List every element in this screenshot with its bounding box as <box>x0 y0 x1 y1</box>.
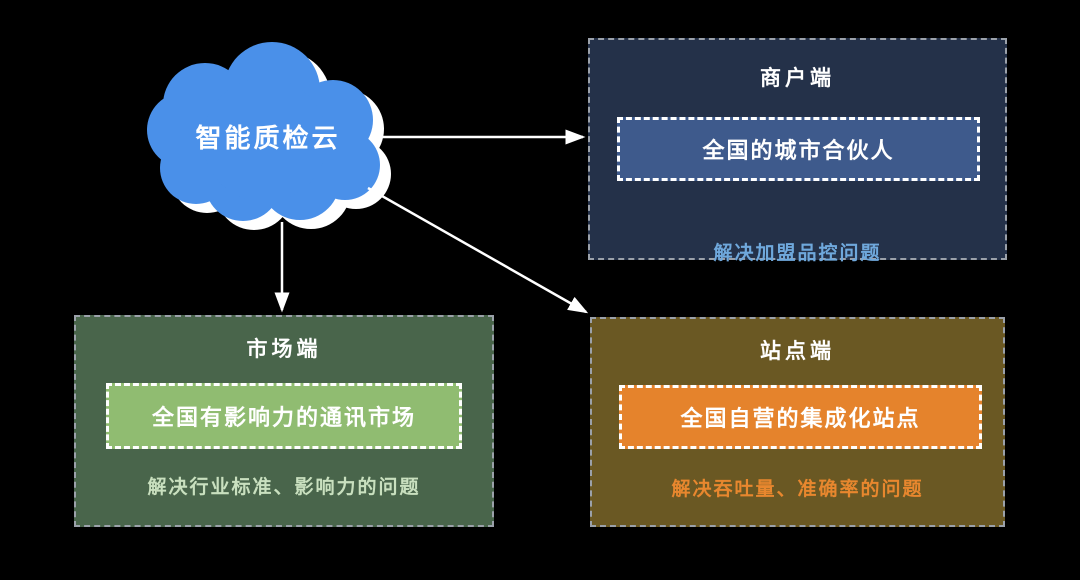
merchant-node: 商户端 全国的城市合伙人 解决加盟品控问题 <box>588 38 1007 264</box>
arrow-cloud-to-station <box>367 186 589 314</box>
cloud-label: 智能质检云 <box>195 123 340 154</box>
station-node: 站点端 全国自营的集成化站点 解决吞吐量、准确率的问题 <box>590 317 1005 527</box>
cloud-shape <box>147 42 380 221</box>
market-caption: 解决行业标准、影响力的问题 <box>147 476 421 498</box>
station-title: 站点端 <box>760 339 835 363</box>
station-highlight-label: 全国自营的集成化站点 <box>680 407 921 432</box>
market-node: 市场端 全国有影响力的通讯市场 解决行业标准、影响力的问题 <box>74 315 494 527</box>
merchant-highlight-box: 全国的城市合伙人 <box>617 117 980 181</box>
market-title: 市场端 <box>246 337 322 361</box>
station-highlight-box: 全国自营的集成化站点 <box>619 385 982 449</box>
market-highlight-label: 全国有影响力的通讯市场 <box>151 406 416 431</box>
station-caption: 解决吞吐量、准确率的问题 <box>671 478 924 500</box>
market-highlight-box: 全国有影响力的通讯市场 <box>106 383 462 449</box>
merchant-title: 商户端 <box>760 66 835 90</box>
merchant-highlight-label: 全国的城市合伙人 <box>702 139 895 164</box>
merchant-caption: 解决加盟品控问题 <box>713 242 882 264</box>
